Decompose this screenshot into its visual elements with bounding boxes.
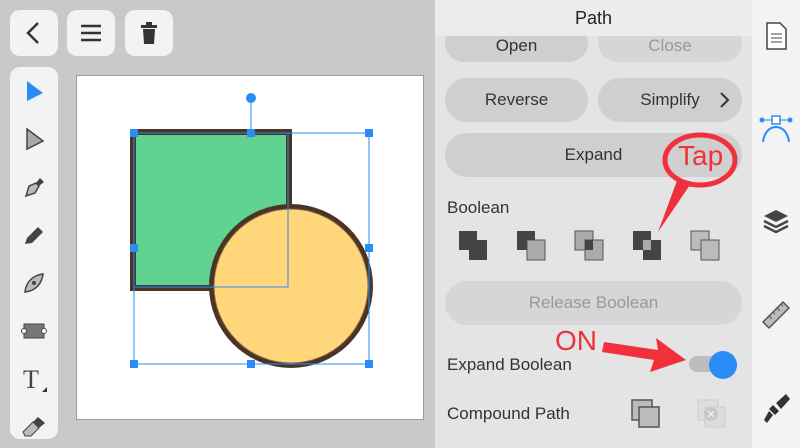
eraser-icon xyxy=(22,417,45,437)
pen-tool[interactable] xyxy=(10,167,58,207)
pencil-icon xyxy=(25,227,43,244)
paintbrush-icon xyxy=(764,394,790,423)
expand-boolean-label: Expand Boolean xyxy=(447,355,572,374)
text-tool[interactable]: T xyxy=(10,359,58,399)
right-sidebar xyxy=(752,0,800,448)
ruler-tab[interactable] xyxy=(752,300,800,330)
layers-tab[interactable] xyxy=(752,208,800,236)
arrow-annotation xyxy=(602,338,686,372)
boolean-buttons xyxy=(459,230,720,261)
release-compound-icon[interactable] xyxy=(696,399,728,431)
rotate-handle[interactable] xyxy=(246,93,256,103)
style-tab[interactable] xyxy=(752,393,800,425)
compound-path-label: Compound Path xyxy=(447,404,570,423)
chevron-left-icon xyxy=(26,22,39,44)
document-tab[interactable] xyxy=(752,22,800,50)
simplify-button[interactable]: Simplify xyxy=(598,78,742,122)
yellow-circle[interactable] xyxy=(213,208,369,364)
artwork[interactable] xyxy=(77,76,425,421)
drawing-canvas[interactable] xyxy=(76,75,424,420)
path-tab[interactable] xyxy=(752,112,800,144)
chevron-right-icon xyxy=(720,92,730,108)
reverse-button[interactable]: Reverse xyxy=(445,78,588,122)
simplify-label: Simplify xyxy=(640,90,700,109)
hamburger-icon xyxy=(81,24,101,42)
pencil-tool[interactable] xyxy=(10,215,58,255)
select-tool[interactable] xyxy=(10,71,58,111)
curve-tool[interactable] xyxy=(10,263,58,303)
expand-button[interactable]: Expand xyxy=(445,133,742,177)
divide-icon[interactable] xyxy=(690,230,720,261)
ruler-icon xyxy=(761,300,791,330)
boolean-label: Boolean xyxy=(447,198,510,217)
eraser-tool[interactable] xyxy=(10,407,58,447)
resize-handles[interactable] xyxy=(130,129,373,368)
minus-front-icon[interactable] xyxy=(517,231,546,261)
tap-callout xyxy=(658,132,738,232)
bezier-path-icon xyxy=(759,115,793,143)
layers-icon xyxy=(763,210,789,234)
document-icon xyxy=(766,22,787,50)
arrow-filled-icon xyxy=(27,81,43,101)
tool-palette: T xyxy=(10,67,58,439)
menu-button[interactable] xyxy=(67,10,115,56)
svg-text:T: T xyxy=(23,365,39,393)
back-button[interactable] xyxy=(10,10,58,56)
arrow-outline-icon xyxy=(26,127,45,151)
intersect-icon[interactable] xyxy=(574,230,604,261)
gradient-rect-icon xyxy=(21,323,47,339)
text-icon: T xyxy=(23,365,47,393)
release-boolean-button[interactable]: Release Boolean xyxy=(445,281,742,325)
pen-nib-icon xyxy=(24,178,44,198)
exclude-icon[interactable] xyxy=(633,231,661,260)
curve-icon xyxy=(24,273,44,293)
delete-button[interactable] xyxy=(125,10,173,56)
make-compound-icon[interactable] xyxy=(630,399,662,431)
expand-boolean-toggle[interactable] xyxy=(689,351,739,379)
panel-title: Path xyxy=(435,0,752,36)
trash-icon xyxy=(141,22,157,44)
path-panel: Open Close Path Reverse Simplify Expand … xyxy=(435,0,752,448)
shape-tool[interactable] xyxy=(10,311,58,351)
on-annotation: ON xyxy=(555,325,597,356)
tap-annotation: Tap xyxy=(678,140,724,171)
union-icon[interactable] xyxy=(459,231,487,260)
direct-select-tool[interactable] xyxy=(10,119,58,159)
